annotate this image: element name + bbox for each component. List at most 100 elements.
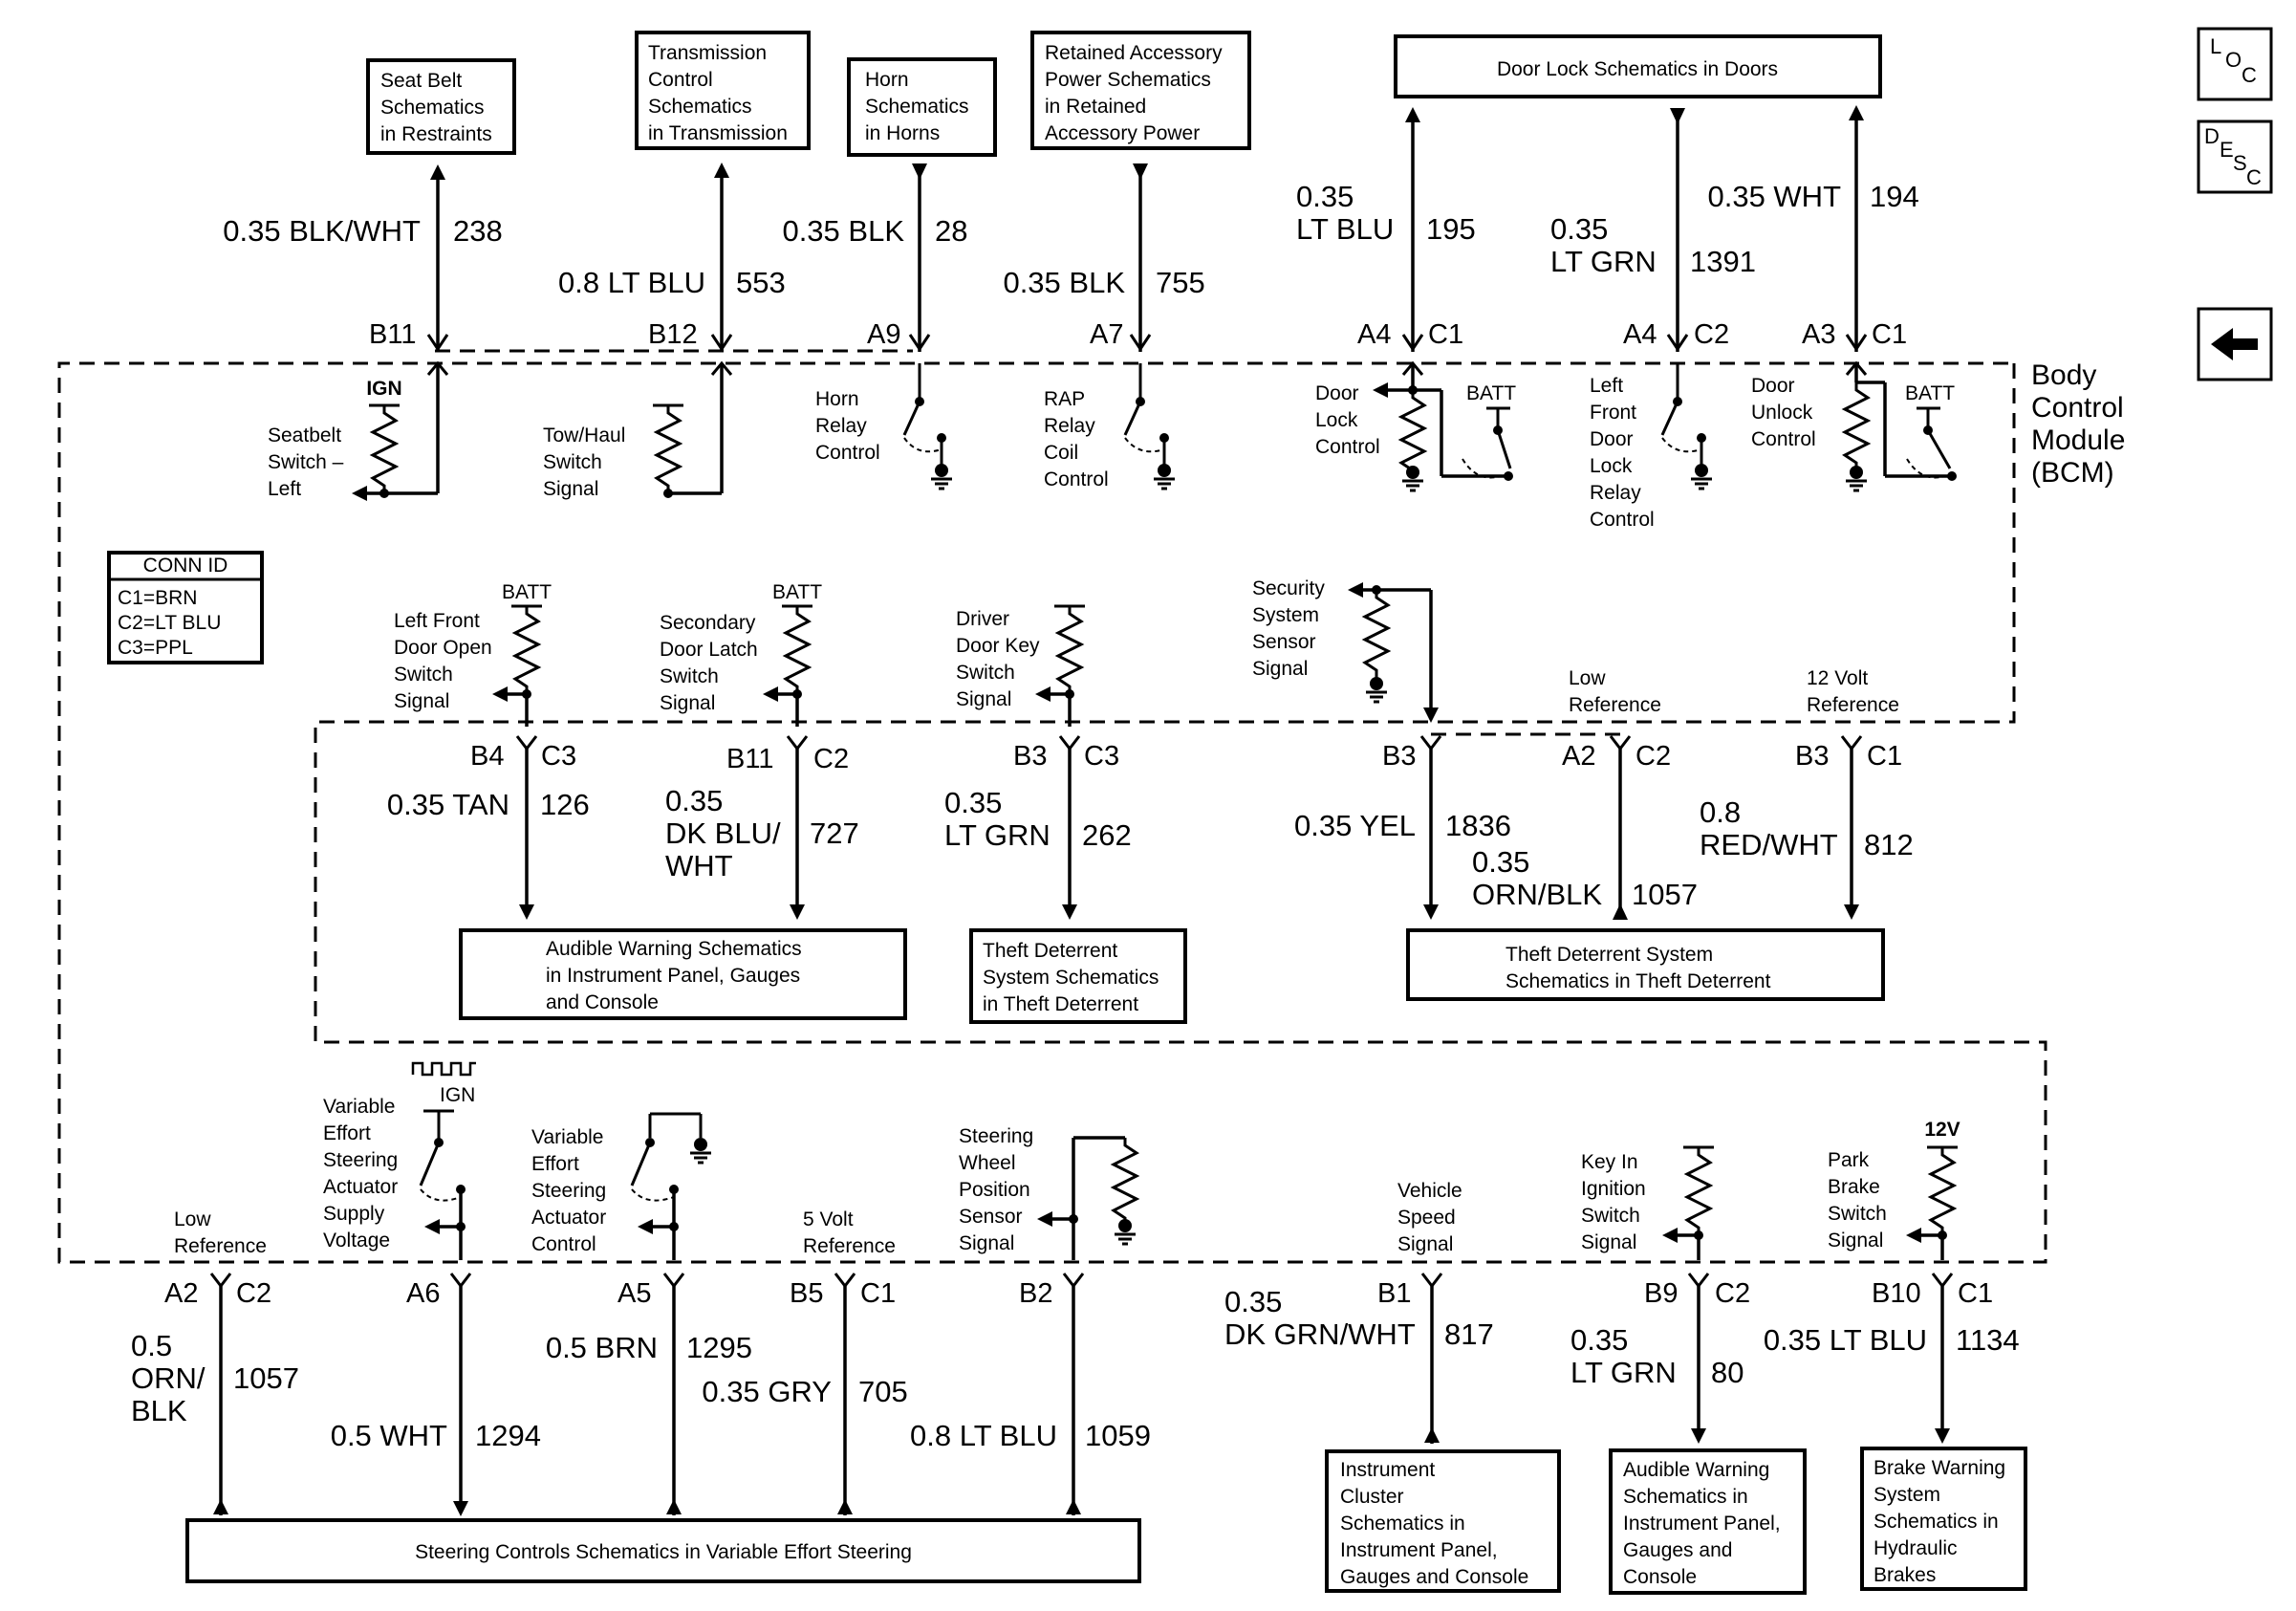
box-line: Schematics [380, 97, 485, 119]
svg-text:L: L [2210, 34, 2221, 58]
wire-color: 0.35 BLK/WHT [223, 214, 421, 248]
ign-label: IGN [366, 378, 401, 400]
svg-text:DK BLU/: DK BLU/ [665, 816, 781, 850]
box-line: Accessory Power [1045, 122, 1200, 144]
svg-text:1294: 1294 [475, 1419, 541, 1452]
wire-circuit: 28 [935, 214, 967, 248]
svg-text:C1: C1 [860, 1278, 896, 1309]
svg-text:0.5 BRN: 0.5 BRN [546, 1331, 658, 1364]
wire-color: 0.8 LT BLU [558, 266, 705, 299]
svg-text:0.35: 0.35 [944, 786, 1002, 819]
svg-text:0.35: 0.35 [1570, 1323, 1628, 1357]
pin-label: A4 [1623, 319, 1657, 350]
box-line: in Restraints [380, 123, 492, 145]
svg-text:E: E [2220, 138, 2234, 162]
batt-label: BATT [1905, 382, 1955, 404]
box-line: Power Schematics [1045, 69, 1211, 91]
svg-text:C2: C2 [236, 1278, 271, 1309]
svg-text:A2: A2 [164, 1278, 198, 1309]
svg-text:262: 262 [1082, 818, 1132, 852]
svg-text:C1: C1 [1867, 741, 1902, 772]
svg-text:O: O [2225, 48, 2242, 72]
svg-text:1295: 1295 [686, 1331, 752, 1364]
svg-text:0.8: 0.8 [1700, 795, 1741, 829]
svg-text:C2: C2 [1715, 1278, 1750, 1309]
box-line: Schematics [865, 96, 969, 118]
pin-label: C1 [1872, 319, 1907, 350]
svg-text:727: 727 [810, 816, 859, 850]
pin-label: B11 [369, 319, 416, 350]
svg-text:817: 817 [1444, 1317, 1494, 1351]
box-line: Seat Belt [380, 70, 462, 92]
svg-text:B4: B4 [470, 741, 504, 772]
box-line: in Retained [1045, 96, 1146, 118]
wire-color: 0.35 BLK [782, 214, 904, 248]
pin-label: A7 [1090, 319, 1123, 350]
svg-text:B9: B9 [1644, 1278, 1678, 1309]
svg-text:IGN: IGN [440, 1084, 475, 1106]
wire-circuit: 553 [736, 266, 786, 299]
top-wire-labels: 0.35 BLK/WHT 238 0.8 LT BLU 553 0.35 BLK… [223, 180, 1918, 299]
svg-text:0.35 GRY: 0.35 GRY [702, 1375, 832, 1408]
svg-text:C2: C2 [813, 744, 849, 774]
loc-icon[interactable]: L O C [2197, 27, 2273, 101]
svg-text:1836: 1836 [1445, 809, 1511, 842]
svg-text:126: 126 [540, 788, 590, 821]
svg-text:Steering Controls Schematics i: Steering Controls Schematics in Variable… [415, 1541, 912, 1563]
wire-size: 0.35 [1550, 212, 1608, 246]
desc-icon[interactable]: D E S C [2197, 120, 2273, 194]
svg-text:B3: B3 [1013, 741, 1047, 772]
svg-text:A5: A5 [617, 1278, 651, 1309]
svg-text:ORN/BLK: ORN/BLK [1472, 878, 1602, 911]
bottom-pin-labels: A2 C2 A6 A5 B5 C1 B2 B1 B9 C2 B10 C1 [164, 1278, 1993, 1309]
svg-text:80: 80 [1711, 1356, 1744, 1389]
middle-wires [515, 732, 1863, 920]
svg-text:LT GRN: LT GRN [944, 818, 1051, 852]
svg-text:CONN ID: CONN ID [143, 555, 228, 577]
back-arrow-icon[interactable] [2197, 307, 2273, 381]
pin-label: A4 [1357, 319, 1391, 350]
middle-wire-labels: 0.35 TAN 126 0.35 DK BLU/ WHT 727 0.35 L… [387, 784, 1914, 911]
svg-text:12V: 12V [1924, 1119, 1960, 1141]
svg-text:B3: B3 [1795, 741, 1829, 772]
svg-text:0.8 LT BLU: 0.8 LT BLU [910, 1419, 1057, 1452]
svg-text:0.35: 0.35 [1472, 845, 1529, 879]
box-line: in Transmission [648, 122, 788, 144]
pin-label: A3 [1802, 319, 1835, 350]
svg-text:D: D [2204, 124, 2220, 148]
pin-label: C1 [1428, 319, 1463, 350]
